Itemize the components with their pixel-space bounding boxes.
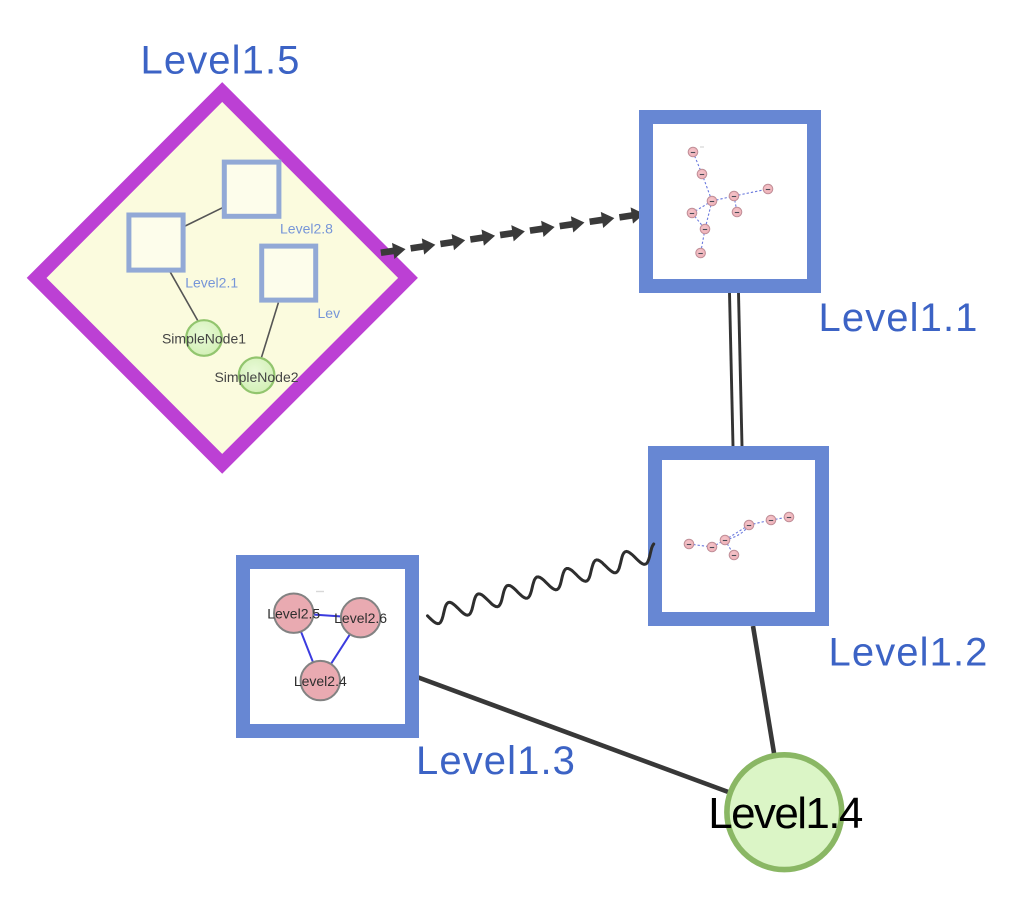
svg-text:Level2.5: Level2.5 xyxy=(267,606,320,622)
svg-text:Level1.5: Level1.5 xyxy=(141,38,301,82)
svg-text:Level1.3: Level1.3 xyxy=(416,739,576,783)
svg-text:Level1.4: Level1.4 xyxy=(708,789,863,838)
svg-text:Lev: Lev xyxy=(318,305,341,321)
svg-text:Level1.1: Level1.1 xyxy=(819,296,979,340)
svg-text:Level2.8: Level2.8 xyxy=(280,221,333,237)
svg-text:Level2.6: Level2.6 xyxy=(334,610,387,626)
svg-text:SimpleNode2: SimpleNode2 xyxy=(214,369,298,385)
svg-text:SimpleNode1: SimpleNode1 xyxy=(162,330,246,346)
svg-text:Level2.1: Level2.1 xyxy=(185,274,238,290)
svg-text:Level1.2: Level1.2 xyxy=(829,630,989,674)
svg-text:Level2.4: Level2.4 xyxy=(294,673,347,689)
